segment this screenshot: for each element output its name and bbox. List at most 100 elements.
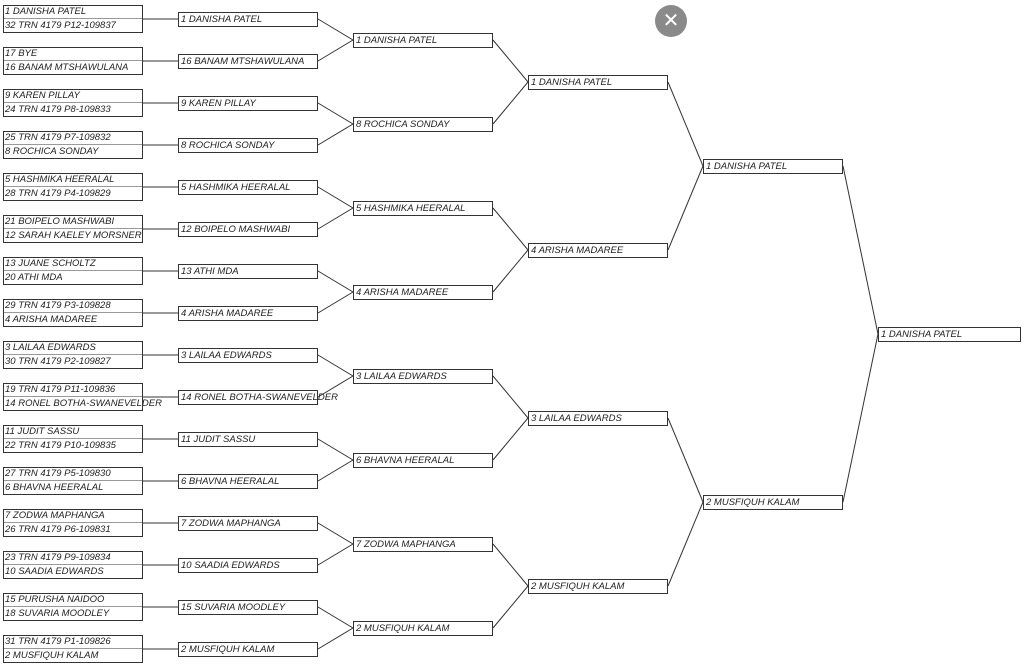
round2-player-box[interactable]: 3 LAILAA EDWARDS [178,347,318,363]
round3-player-box[interactable]: 7 ZODWA MAPHANGA [353,536,493,552]
connector-line [317,375,354,398]
player-slot[interactable]: 20 ATHI MDA [3,271,143,285]
round4-player-box[interactable]: 3 LAILAA EDWARDS [528,410,668,426]
round3-player-box[interactable]: 4 ARISHA MADAREE [353,284,493,300]
round3-player-box[interactable]: 2 MUSFIQUH KALAM [353,620,493,636]
connector-line [667,417,704,503]
round2-player-box[interactable]: 15 SUVARIA MOODLEY [178,599,318,615]
player-slot[interactable]: 28 TRN 4179 P4-109829 [3,187,143,201]
round2-player-box[interactable]: 16 BANAM MTSHAWULANA [178,53,318,69]
player-slot[interactable]: 25 TRN 4179 P7-109832 [3,131,143,145]
round3-player-box[interactable]: 1 DANISHA PATEL [353,32,493,48]
round3-player-box[interactable]: 5 HASHMIKA HEERALAL [353,200,493,216]
player-slot[interactable]: 11 JUDIT SASSU [3,425,143,439]
player-slot[interactable]: 15 PURUSHA NAIDOO [3,593,143,607]
player-slot[interactable]: 16 BANAM MTSHAWULANA [3,61,143,75]
connector-line [492,585,529,629]
connector-line [317,459,354,482]
player-slot[interactable]: 21 BOIPELO MASHWABI [3,215,143,229]
close-icon: ✕ [662,10,680,32]
round4-player-box[interactable]: 1 DANISHA PATEL [528,74,668,90]
connector-line [317,291,354,314]
round2-player-box[interactable]: 8 ROCHICA SONDAY [178,137,318,153]
round2-player-box[interactable]: 6 BHAVNA HEERALAL [178,473,318,489]
player-slot[interactable]: 9 KAREN PILLAY [3,89,143,103]
round2-player-box[interactable]: 12 BOIPELO MASHWABI [178,221,318,237]
player-slot[interactable]: 6 BHAVNA HEERALAL [3,481,143,495]
player-slot[interactable]: 8 ROCHICA SONDAY [3,145,143,159]
connector-line [317,438,354,461]
round5-player-box[interactable]: 1 DANISHA PATEL [703,158,843,174]
connector-line [842,333,879,503]
player-slot[interactable]: 30 TRN 4179 P2-109827 [3,355,143,369]
player-slot[interactable]: 4 ARISHA MADAREE [3,313,143,327]
player-slot[interactable]: 3 LAILAA EDWARDS [3,341,143,355]
connector-line [317,522,354,545]
player-slot[interactable]: 13 JUANE SCHOLTZ [3,257,143,271]
connector-line [317,186,354,209]
connector-line [317,102,354,125]
player-slot[interactable]: 29 TRN 4179 P3-109828 [3,299,143,313]
player-slot[interactable]: 27 TRN 4179 P5-109830 [3,467,143,481]
connector-line [667,165,704,251]
round2-player-box[interactable]: 14 RONEL BOTHA-SWANEVELDER [178,389,338,405]
connector-line [317,627,354,650]
round2-player-box[interactable]: 2 MUSFIQUH KALAM [178,641,318,657]
round2-player-box[interactable]: 5 HASHMIKA HEERALAL [178,179,318,195]
connector-line [492,249,529,293]
player-slot[interactable]: 2 MUSFIQUH KALAM [3,649,143,663]
player-slot[interactable]: 31 TRN 4179 P1-109826 [3,635,143,649]
player-slot[interactable]: 7 ZODWA MAPHANGA [3,509,143,523]
close-button[interactable]: ✕ [655,5,687,37]
round4-player-box[interactable]: 2 MUSFIQUH KALAM [528,578,668,594]
round5-player-box[interactable]: 2 MUSFIQUH KALAM [703,494,843,510]
player-slot[interactable]: 19 TRN 4179 P11-109836 [3,383,143,397]
connector-line [492,417,529,461]
connector-line [492,81,529,125]
round2-player-box[interactable]: 11 JUDIT SASSU [178,431,318,447]
player-slot[interactable]: 23 TRN 4179 P9-109834 [3,551,143,565]
player-slot[interactable]: 5 HASHMIKA HEERALAL [3,173,143,187]
player-slot[interactable]: 1 DANISHA PATEL [3,5,143,19]
champion-box[interactable]: 1 DANISHA PATEL [878,326,1021,342]
connector-line [317,270,354,293]
round2-player-box[interactable]: 13 ATHI MDA [178,263,318,279]
connector-line [492,543,529,587]
round4-player-box[interactable]: 4 ARISHA MADAREE [528,242,668,258]
player-slot[interactable]: 26 TRN 4179 P6-109831 [3,523,143,537]
player-slot[interactable]: 17 BYE [3,47,143,61]
round2-player-box[interactable]: 9 KAREN PILLAY [178,95,318,111]
round2-player-box[interactable]: 4 ARISHA MADAREE [178,305,318,321]
round2-player-box[interactable]: 1 DANISHA PATEL [178,11,318,27]
player-slot[interactable]: 18 SUVARIA MOODLEY [3,607,143,621]
round2-player-box[interactable]: 10 SAADIA EDWARDS [178,557,318,573]
player-slot[interactable]: 10 SAADIA EDWARDS [3,565,143,579]
player-slot[interactable]: 14 RONEL BOTHA-SWANEVELDER [3,398,162,411]
connector-line [667,501,704,587]
connector-line [842,165,879,335]
player-slot[interactable]: 12 SARAH KAELEY MORSNER [3,230,143,243]
round2-player-box[interactable]: 7 ZODWA MAPHANGA [178,515,318,531]
player-slot[interactable]: 24 TRN 4179 P8-109833 [3,103,143,117]
round3-player-box[interactable]: 8 ROCHICA SONDAY [353,116,493,132]
connector-line [317,354,354,377]
player-slot[interactable]: 32 TRN 4179 P12-109837 [3,19,143,33]
connector-line [317,207,354,230]
round3-player-box[interactable]: 3 LAILAA EDWARDS [353,368,493,384]
player-slot[interactable]: 22 TRN 4179 P10-109835 [3,439,143,453]
connector-line [667,81,704,167]
round3-player-box[interactable]: 6 BHAVNA HEERALAL [353,452,493,468]
